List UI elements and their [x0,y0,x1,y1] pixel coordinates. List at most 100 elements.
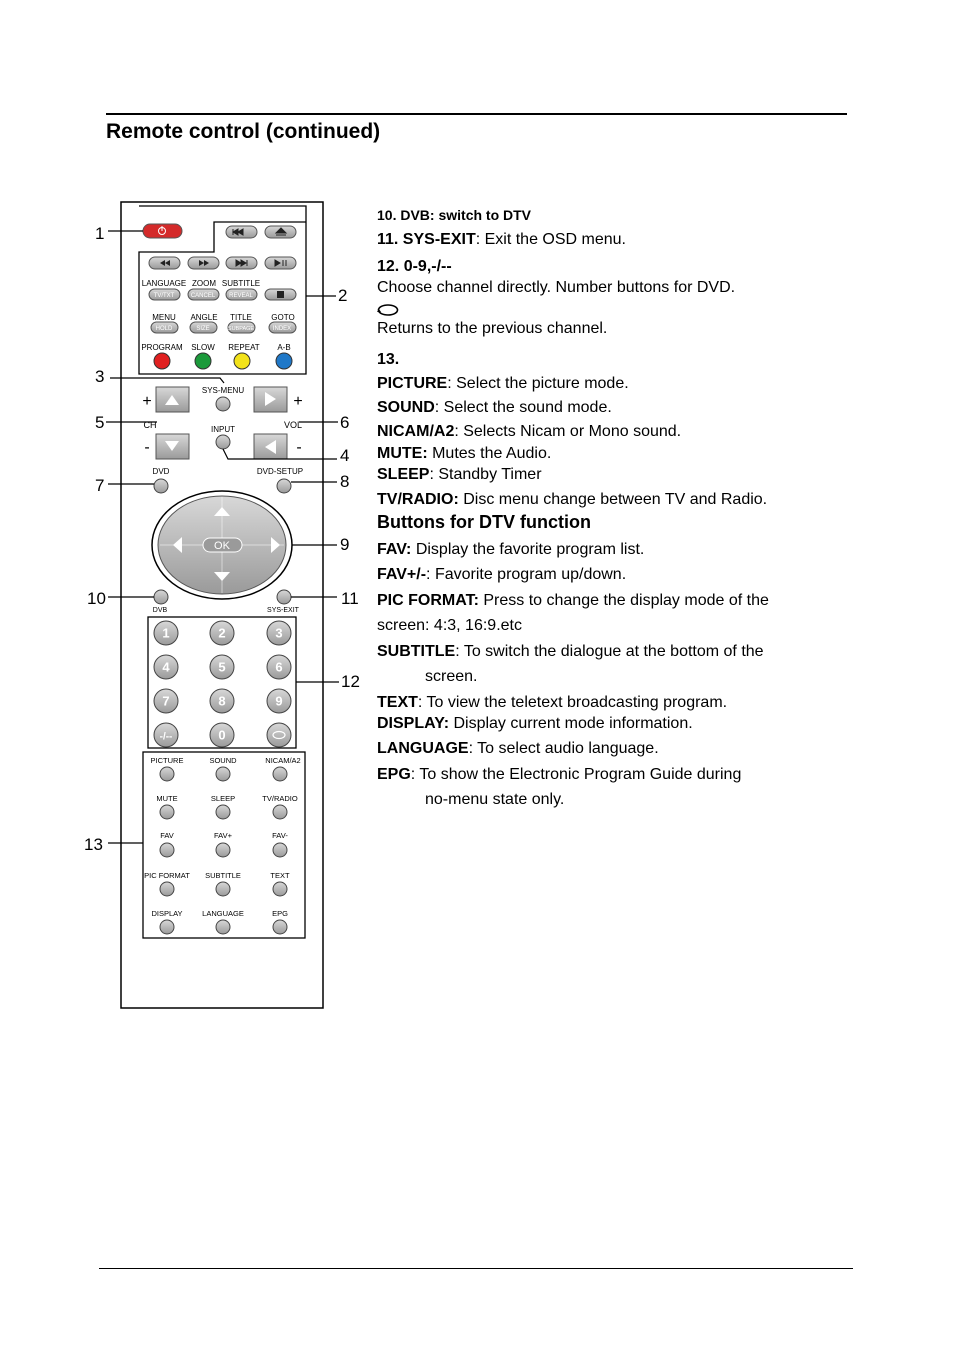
sys-menu-button[interactable] [215,396,231,412]
fav--button[interactable] [272,842,288,858]
dvb-button[interactable] [153,589,169,605]
top-panel-outline [138,205,307,375]
language-button[interactable] [215,919,231,935]
next-chapter-button[interactable] [225,256,258,270]
vol-plus-label: + [293,393,302,410]
prev-chapter-button[interactable] [225,225,258,239]
mute-label: MUTE [156,794,177,803]
title-button[interactable]: SUBPAGE [227,321,256,334]
display-button[interactable] [159,919,175,935]
desc-pic-format-2: screen: 4:3, 16:9.etc [377,617,522,634]
ch-label: CH [144,420,157,430]
number-label: 5 [218,660,225,675]
eject-button[interactable] [264,225,297,239]
top-rule [106,113,847,115]
number-button-0[interactable]: 0 [209,722,235,748]
language-label: LANGUAGE [202,909,244,918]
angle-label: ANGLE [190,313,217,322]
ok-button[interactable]: OK [202,537,243,553]
vol-minus-label: - [296,439,301,456]
number-button-8[interactable]: 8 [209,688,235,714]
program-label: PROGRAM [141,343,183,352]
ab-label: A-B [277,343,290,352]
sleep-button[interactable] [215,804,231,820]
green-button[interactable] [194,352,212,370]
number-button-9[interactable]: 9 [266,688,292,714]
svg-text:SUBPAGE: SUBPAGE [228,326,255,332]
subtitle-button[interactable] [215,881,231,897]
sys-exit-button[interactable] [276,589,292,605]
menu-button[interactable]: HOLD [150,321,179,334]
epg-button[interactable] [272,919,288,935]
fav--button[interactable] [215,842,231,858]
remote-outline [120,201,324,1009]
repeat-label: REPEAT [228,343,260,352]
desc-epg-2: no-menu state only. [425,791,565,808]
number-label: 2 [218,626,225,641]
nicam-a2-button[interactable] [272,766,288,782]
zoom-button[interactable]: CANCEL [187,288,220,301]
number-button-6[interactable]: 6 [266,654,292,680]
tv-radio-button[interactable] [272,804,288,820]
zoom-label: ZOOM [192,279,216,288]
number-button--/--[interactable]: -/-- [153,722,179,748]
fav-button[interactable] [159,842,175,858]
number-button-2[interactable]: 2 [209,620,235,646]
rewind-button[interactable] [148,256,181,270]
text-button[interactable] [272,881,288,897]
goto-button[interactable]: INDEX [268,321,297,334]
ch-minus-label: - [144,439,149,456]
desc-sound: SOUND: Select the sound mode. [377,399,612,416]
ch-down-button[interactable] [155,433,190,460]
stop-button[interactable] [264,288,297,301]
red-button[interactable] [153,352,171,370]
callout-13: 13 [84,835,103,854]
fav--label: FAV- [272,831,288,840]
vol-down-button[interactable] [253,433,288,460]
svg-text:SIZE: SIZE [196,326,209,332]
dvd-button[interactable] [153,478,169,494]
desc-subtitle: SUBTITLE: To switch the dialogue at the … [377,643,764,660]
play-pause-button[interactable] [264,256,297,270]
fav-label: FAV [160,831,174,840]
blue-button[interactable] [275,352,293,370]
number-label: -/-- [160,732,173,743]
bottom-rule [99,1268,853,1269]
ch-up-button[interactable] [155,386,190,413]
mute-button[interactable] [159,804,175,820]
angle-button[interactable]: SIZE [189,321,218,334]
number-button-1[interactable]: 1 [153,620,179,646]
picture-button[interactable] [159,766,175,782]
fav--label: FAV+ [214,831,233,840]
number-button-3[interactable]: 3 [266,620,292,646]
page-title: Remote control (continued) [106,120,381,143]
svg-text:OK: OK [214,540,231,552]
language-label: LANGUAGE [142,279,186,288]
callout-5: 5 [95,413,104,432]
callout-10: 10 [87,589,106,608]
callout-6: 6 [340,413,349,432]
fast-forward-button[interactable] [187,256,220,270]
language-button[interactable]: TV/TXT [148,288,181,301]
return-button[interactable] [266,722,292,748]
vol-up-button[interactable] [253,386,288,413]
pic-format-button[interactable] [159,881,175,897]
svg-text:INDEX: INDEX [273,326,291,332]
input-button[interactable] [215,434,231,450]
yellow-button[interactable] [233,352,251,370]
number-button-5[interactable]: 5 [209,654,235,680]
number-button-4[interactable]: 4 [153,654,179,680]
dvd-setup-button[interactable] [276,478,292,494]
desc-return: Returns to the previous channel. [377,320,608,337]
number-button-7[interactable]: 7 [153,688,179,714]
number-pad: 1 2 3 4 5 6 7 8 9 -/-- 0 [153,620,292,748]
desc-numbers: Choose channel directly. Number buttons … [377,279,736,296]
dvd-setup-label: DVD-SETUP [257,467,303,476]
sound-button[interactable] [215,766,231,782]
pic-format-label: PIC FORMAT [144,871,190,880]
subtitle-button[interactable]: REVEAL [225,288,258,301]
sleep-label: SLEEP [211,794,235,803]
slow-label: SLOW [191,343,215,352]
